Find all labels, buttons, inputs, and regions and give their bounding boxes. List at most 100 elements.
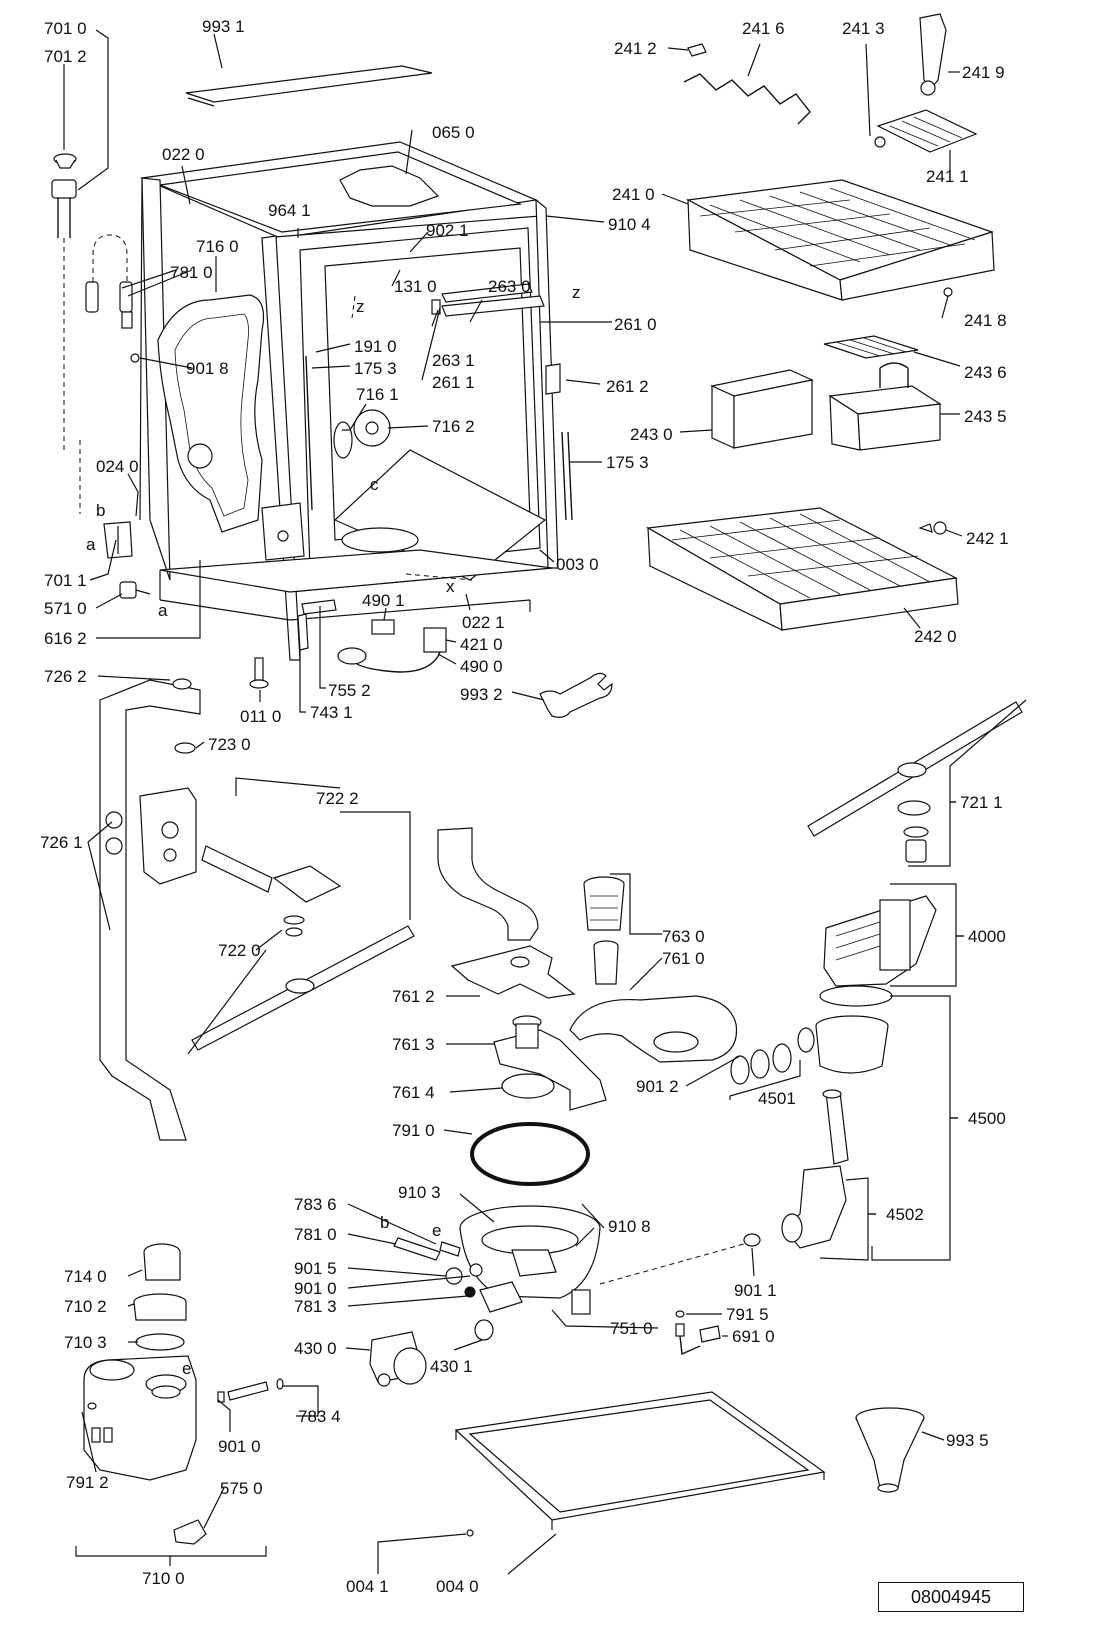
part-label: 241 6: [742, 19, 785, 38]
door-lock-part: [79, 440, 151, 599]
document-number: 08004945: [878, 1582, 1024, 1612]
part-label: 701 0: [44, 19, 87, 38]
part-label: 421 0: [460, 635, 503, 654]
part-label: 022 1: [462, 613, 505, 632]
connection-letter: a: [158, 601, 168, 620]
part-label: 993 1: [202, 17, 245, 36]
part-label: 722 2: [316, 789, 359, 808]
part-label: 761 2: [392, 987, 435, 1006]
part-labels: 701 0 701 2 993 1 241 2 241 6 241 3 241 …: [40, 17, 1009, 1596]
part-label: 901 1: [734, 1281, 777, 1300]
part-label: 743 1: [310, 703, 353, 722]
part-label: 004 1: [346, 1577, 389, 1596]
spray-arm-manifold-part: [139, 787, 342, 937]
part-label: 430 0: [294, 1339, 337, 1358]
water-softener-part: [83, 1243, 284, 1545]
part-label: 4000: [968, 927, 1006, 946]
connection-letter: b: [96, 501, 105, 520]
part-label: 901 0: [218, 1437, 261, 1456]
part-label: 691 0: [732, 1327, 775, 1346]
part-label: 901 8: [186, 359, 229, 378]
part-label: 4500: [968, 1109, 1006, 1128]
part-label: 755 2: [328, 681, 371, 700]
part-label: 902 1: [426, 221, 469, 240]
connection-letter: a: [86, 535, 96, 554]
part-label: 791 2: [66, 1473, 109, 1492]
part-label: 575 0: [220, 1479, 263, 1498]
connection-letter: e: [182, 1359, 191, 1378]
part-label: 791 0: [392, 1121, 435, 1140]
connection-letter: c: [370, 475, 379, 494]
part-label: 065 0: [432, 123, 475, 142]
filter-housing-part: [493, 1015, 607, 1111]
part-label: 490 0: [460, 657, 503, 676]
part-label: 241 8: [964, 311, 1007, 330]
part-label: 261 2: [606, 377, 649, 396]
upper-basket-rail-part: [683, 43, 811, 125]
drain-pump-part: [369, 1319, 494, 1387]
connection-letters: z z c x b a a b e e: [86, 283, 581, 1378]
salt-funnel-part: [855, 1407, 925, 1493]
part-label: 241 2: [614, 39, 657, 58]
part-label: 710 2: [64, 1297, 107, 1316]
part-label: 263 0: [488, 277, 531, 296]
part-label: 723 0: [208, 735, 251, 754]
part-label: 4501: [758, 1089, 796, 1108]
pump-housing-part: [730, 1015, 889, 1249]
part-label: 714 0: [64, 1267, 107, 1286]
part-label: 910 8: [608, 1217, 651, 1236]
bracket-part: [297, 599, 337, 651]
circulation-motor-part: [819, 895, 937, 1007]
part-label: 263 1: [432, 351, 475, 370]
part-label: 241 9: [962, 63, 1005, 82]
part-label: 964 1: [268, 201, 311, 220]
part-label: 901 0: [294, 1279, 337, 1298]
part-label: 910 4: [608, 215, 651, 234]
part-label: 241 0: [612, 185, 655, 204]
leader-lines: [63, 29, 1027, 1575]
part-label: 751 0: [610, 1319, 653, 1338]
fill-cap-part: [51, 153, 77, 450]
part-label: 175 3: [354, 359, 397, 378]
adjustable-foot-part: [249, 657, 269, 689]
part-label: 783 6: [294, 1195, 337, 1214]
part-label: 243 6: [964, 363, 1007, 382]
hose-clamp-part: [599, 1233, 761, 1285]
part-label: 011 0: [240, 707, 281, 726]
lower-spray-arm-part: [191, 925, 415, 1051]
cup-rack-part: [874, 13, 978, 297]
part-label: 022 0: [162, 145, 205, 164]
part-label: 910 3: [398, 1183, 441, 1202]
part-label: 761 4: [392, 1083, 435, 1102]
part-label: 242 1: [966, 529, 1009, 548]
part-label: 261 0: [614, 315, 657, 334]
base-frame-part: [454, 1391, 826, 1537]
part-label: 716 2: [432, 417, 475, 436]
part-label: 901 5: [294, 1259, 337, 1278]
cable-plug-part: [337, 619, 447, 673]
tub-cabinet-part: [130, 141, 573, 661]
part-label: 781 0: [294, 1225, 337, 1244]
part-label: 726 2: [44, 667, 87, 686]
upper-basket-part: [686, 179, 995, 301]
part-label: 763 0: [662, 927, 705, 946]
connection-letter: b: [380, 1213, 389, 1232]
part-label: 716 1: [356, 385, 399, 404]
part-label: 710 0: [142, 1569, 185, 1588]
part-label: 783 4: [298, 1407, 341, 1426]
part-label: 191 0: [354, 337, 397, 356]
part-label: 781 3: [294, 1297, 337, 1316]
sump-part: [459, 1205, 601, 1315]
part-label: 004 0: [436, 1577, 479, 1596]
cutlery-basket-part: [710, 335, 942, 451]
part-label: 701 2: [44, 47, 87, 66]
part-label: 4502: [886, 1205, 924, 1224]
part-label: 616 2: [44, 629, 87, 648]
part-label: 003 0: [556, 555, 599, 574]
part-label: 761 3: [392, 1035, 435, 1054]
lower-basket-part: [646, 507, 959, 631]
part-label: 175 3: [606, 453, 649, 472]
part-label: 761 0: [662, 949, 705, 968]
wrench-part: [539, 672, 613, 718]
